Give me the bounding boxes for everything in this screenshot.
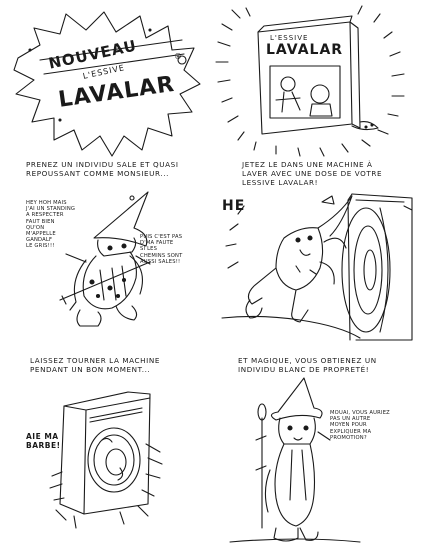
- caption-panel-3: PRENEZ UN INDIVIDU SALE ET QUASI REPOUSS…: [26, 160, 179, 178]
- exclamation-he: HE: [222, 198, 246, 214]
- caption-panel-4: JETEZ LE DANS UNE MACHINE À LAVER AVEC U…: [242, 160, 383, 187]
- caption-panel-5: LAISSEZ TOURNER LA MACHINE PENDANT UN BO…: [30, 356, 161, 374]
- starburst-logo-icon: [14, 12, 200, 156]
- speech-tail-lines: [318, 432, 330, 440]
- speech-bubble-gandalf: HEY HOH MAIS J'AI UN STANDING A RESPECTE…: [26, 200, 76, 250]
- washing-machine-closed-icon: [50, 392, 162, 528]
- box-brand-lavalar: LAVALAR: [266, 42, 344, 58]
- speech-bubble-dirty-paths: PUIS C'EST PAS D'MA FAUTE SI LES CHEMINS…: [140, 234, 183, 265]
- speech-tail-lines: [66, 254, 150, 264]
- caption-panel-6: ET MAGIQUE, VOUS OBTIENEZ UN INDIVIDU BL…: [238, 356, 377, 374]
- light-rays-icon: [216, 6, 404, 156]
- washing-machine-open-icon: [342, 194, 412, 340]
- exclamation-aie-ma-barbe: AIE MA BARBE!: [26, 432, 61, 450]
- dirty-wizard-icon: [60, 192, 150, 326]
- speech-bubble-promotion: MOUAI, VOUS AURIEZ PAS UN AUTRE MOYEN PO…: [330, 410, 390, 441]
- thrown-wizard-icon: [226, 196, 352, 322]
- registered-mark: ®: [174, 52, 183, 61]
- detergent-box-icon: [258, 16, 378, 134]
- clean-wizard-icon: [230, 378, 360, 542]
- floor-line: [222, 316, 360, 338]
- box-label-lessive: L'ESSIVE: [270, 34, 309, 42]
